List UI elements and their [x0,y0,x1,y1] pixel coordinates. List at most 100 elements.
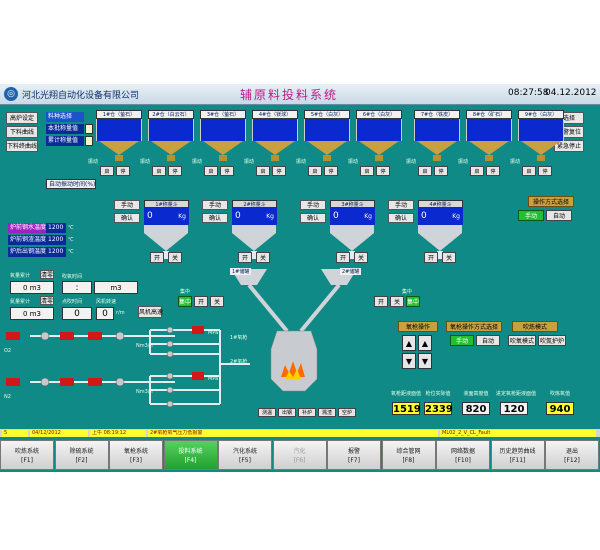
hopper-confirm-button[interactable]: 确认 [300,213,326,223]
hopper-cone [232,233,276,251]
hopper-open-button[interactable]: 开 [150,252,164,263]
hopper-manual-button[interactable]: 手动 [202,200,228,210]
silo-start-button[interactable]: 启 [100,166,114,176]
silo-stop-button[interactable]: 停 [376,166,390,176]
silo-start-button[interactable]: 启 [308,166,322,176]
fkey-shortcut: [F5] [239,457,251,464]
silo-vibrate-label: 振动 [458,159,469,165]
silo-stop-button[interactable]: 停 [538,166,552,176]
hopper-close-button[interactable]: 关 [256,252,270,263]
lance-down-fast-arrow-icon[interactable]: ▼ [418,353,432,369]
chute-right-close-button[interactable]: 关 [390,296,404,307]
hopper-close-button[interactable]: 关 [442,252,456,263]
fan-speed-unit: r/m [116,310,125,316]
oxygen-clear-button[interactable]: 清零 [40,270,54,279]
hopper-body [418,225,462,233]
furnace-button-3[interactable]: 补炉 [298,408,316,417]
feed-curve-button[interactable]: 下料曲线 [6,126,38,138]
silo-start-button[interactable]: 启 [522,166,536,176]
hopper-outlet [349,251,355,259]
n2-flow-unit: Nm3/h [136,389,153,395]
silo-vibrate-label: 振动 [348,159,359,165]
silo-start-button[interactable]: 启 [152,166,166,176]
hopper-manual-button[interactable]: 手动 [300,200,326,210]
silo-start-button[interactable]: 启 [470,166,484,176]
chute-left-green-button[interactable]: 集中 [178,296,192,307]
auto-vibrate-label: 自动振动时间(%) [46,179,96,189]
lance-up-arrow-icon[interactable]: ▲ [402,335,416,351]
silo-stop-button[interactable]: 停 [272,166,286,176]
hopper-manual-button[interactable]: 手动 [388,200,414,210]
silo-5: 5#仓（白灰） [304,110,350,161]
silo-label: 3#仓（萤石） [200,110,246,119]
page-title: 辅原料投料系统 [240,88,339,102]
lance-auto-button[interactable]: 自动 [476,335,500,346]
fkey-7[interactable]: 报警[F7] [327,440,381,470]
hopper-confirm-button[interactable]: 确认 [388,213,414,223]
fkey-1[interactable]: 吹炼系统[F1] [0,440,54,470]
fkey-8[interactable]: 综合管网[F8] [381,440,436,470]
furnace-button-1[interactable]: 测温 [258,408,276,417]
lance-manual-button[interactable]: 手动 [450,335,474,346]
hopper-open-button[interactable]: 开 [238,252,252,263]
hopper-close-button[interactable]: 关 [168,252,182,263]
blow-nitrogen-button[interactable]: 吹氮护炉 [538,335,566,346]
hopper-close-button[interactable]: 关 [354,252,368,263]
silo-stop-button[interactable]: 停 [324,166,338,176]
fkey-10[interactable]: 历史趋势曲线[F11] [490,440,545,470]
mode-auto-button[interactable]: 自动 [546,210,572,221]
emergency-stop-button[interactable]: 紧急停止 [554,140,584,152]
hopper-outlet [251,251,257,259]
furnace-button-4[interactable]: 溅渣 [318,408,336,417]
temp-unit-1: ℃ [68,237,74,243]
hopper-outlet [163,251,169,259]
blow-oxygen-button[interactable]: 吹氧模式 [508,335,536,346]
chute-left-close-button[interactable]: 关 [210,296,224,307]
cumulative-weight-label: 累计称量值 [46,136,84,146]
fkey-9[interactable]: 网络数据[F10] [436,440,490,470]
lance-up-fast-arrow-icon[interactable]: ▲ [418,335,432,351]
chute-right-open-button[interactable]: 开 [374,296,388,307]
silo-start-button[interactable]: 启 [418,166,432,176]
silo-vibrate-label: 振动 [296,159,307,165]
fkey-11[interactable]: 退出[F12] [545,440,599,470]
silo-stop-button[interactable]: 停 [116,166,130,176]
fkey-label: 退出 [565,448,578,455]
lance-down-arrow-icon[interactable]: ▼ [402,353,416,369]
n2-pressure-unit: MPa [208,376,219,382]
hopper-open-button[interactable]: 开 [336,252,350,263]
hopper-manual-button[interactable]: 手动 [114,200,140,210]
fkey-5[interactable]: 汽化系统[F5] [218,440,272,470]
silo-stop-button[interactable]: 停 [220,166,234,176]
furnace-button-5[interactable]: 空炉 [338,408,356,417]
fkey-3[interactable]: 氧枪系统[F3] [109,440,163,470]
gas-pipeline-diagram [6,326,250,408]
silo-stop-button[interactable]: 停 [486,166,500,176]
final-curve-button[interactable]: 下料终曲线 [6,140,38,152]
silo-start-button[interactable]: 启 [256,166,270,176]
chute-right-label: 集中 [402,289,413,295]
material-select-label[interactable]: 料种选择 [46,112,84,122]
silo-start-button[interactable]: 启 [204,166,218,176]
chute-left-open-button[interactable]: 开 [194,296,208,307]
silo-start-button[interactable]: 启 [360,166,374,176]
fkey-4[interactable]: 投料系统[F4] [163,440,218,470]
silo-stop-button[interactable]: 停 [434,166,448,176]
furnace-setup-button[interactable]: 高炉设定 [6,112,38,124]
chute-right-green-button[interactable]: 集中 [406,296,420,307]
furnace-button-2[interactable]: 出钢 [278,408,296,417]
readout-label: 吹炼氧值 [549,391,570,397]
nitrogen-clear-button[interactable]: 清零 [40,296,54,305]
fkey-2[interactable]: 除硫系统[F2] [54,440,109,470]
silo-stop-button[interactable]: 停 [168,166,182,176]
hopper-open-button[interactable]: 开 [424,252,438,263]
hopper-confirm-button[interactable]: 确认 [202,213,228,223]
hopper-confirm-button[interactable]: 确认 [114,213,140,223]
o2-flow-unit: Nm3/h [136,343,153,349]
silo-4: 4#仓（镁球） [252,110,298,161]
fkey-label: 汽化 [293,448,306,455]
fkey-6[interactable]: 汽化[F6] [272,440,327,470]
mode-manual-button[interactable]: 手动 [518,210,544,221]
fan-high-speed-button[interactable]: 风机高速 [138,306,163,318]
hopper-weight-value: 0 [147,211,153,221]
